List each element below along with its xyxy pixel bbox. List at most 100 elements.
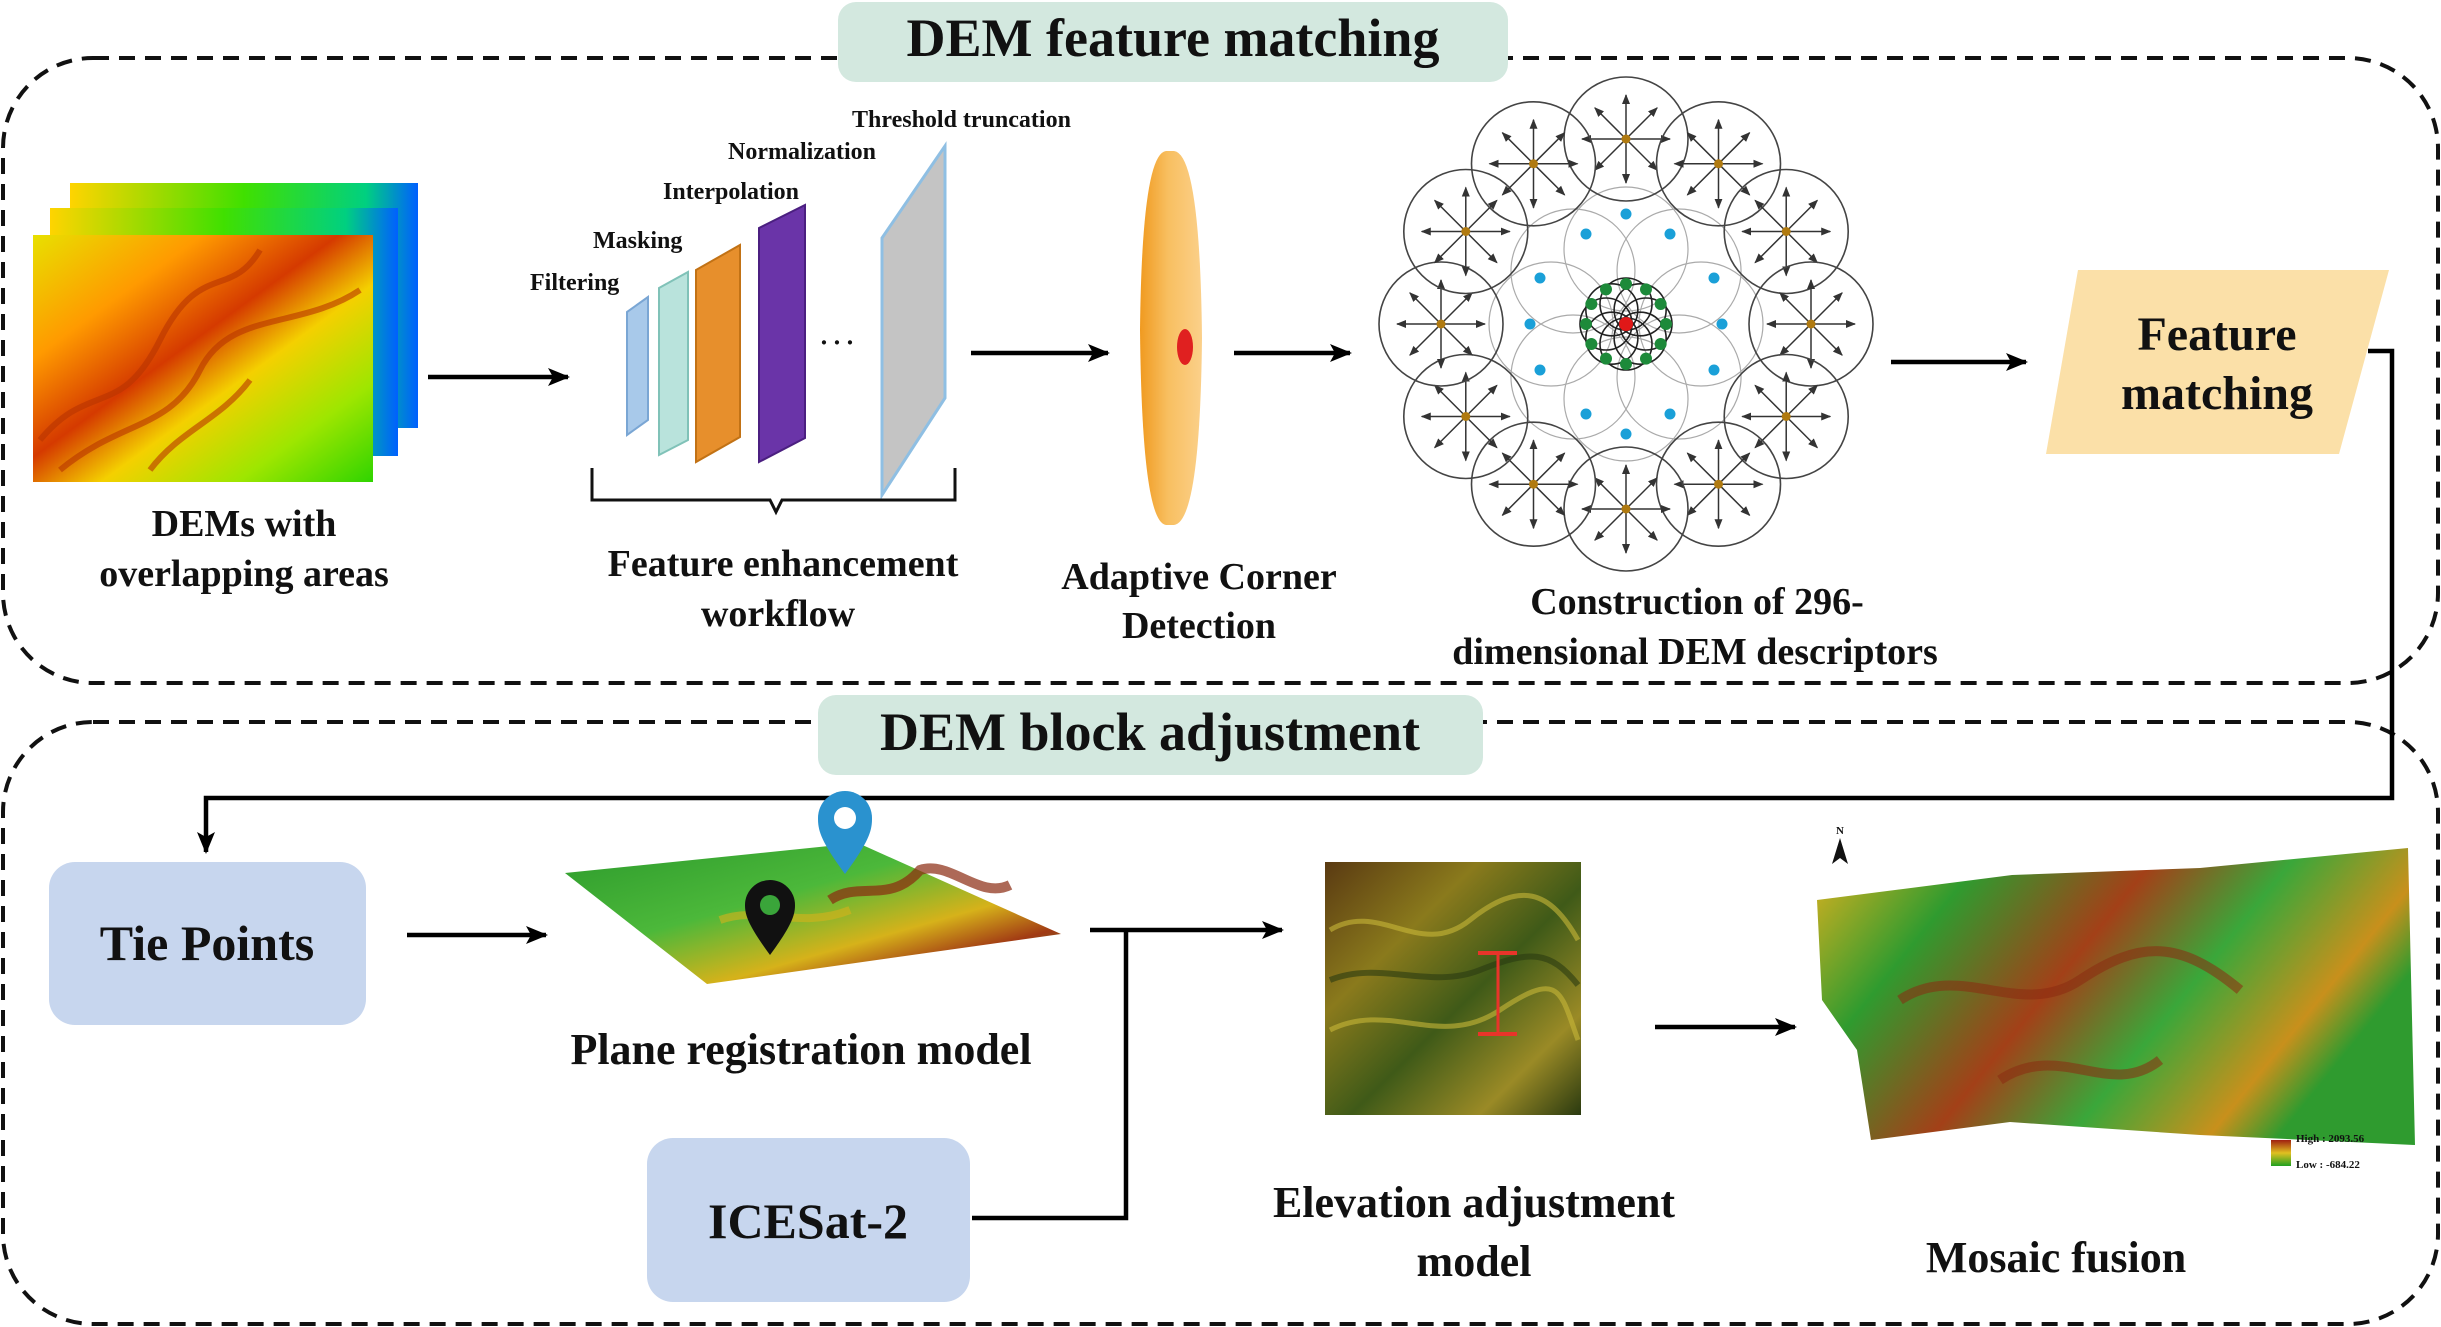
green-sample-point [1580, 318, 1592, 330]
gradient-arrow [1440, 292, 1473, 325]
connector-icesat-to-merge [972, 930, 1129, 1221]
gradient-arrow [1465, 384, 1498, 418]
mosaic-image [1817, 848, 2415, 1145]
feature-matching-label-line2: matching [2121, 367, 2313, 420]
black-location-pin-icon [745, 880, 795, 955]
step-normalization: Normalization [728, 139, 876, 165]
gradient-arrow [1433, 199, 1467, 233]
dems-caption-line2: overlapping areas [99, 553, 389, 595]
gradient-arrow [1717, 131, 1751, 165]
blue-sample-point [1620, 208, 1632, 220]
mid-ring-circle [1638, 261, 1764, 387]
gradient-arrow [1532, 452, 1566, 485]
blue-sample-point [1620, 428, 1632, 440]
blue-sample-point [1708, 364, 1720, 376]
green-sample-point [1654, 338, 1667, 350]
green-sample-point [1620, 278, 1632, 290]
gradient-arrow [1754, 384, 1787, 418]
elevation-caption-line2: model [1417, 1237, 1532, 1286]
outer-sample-point [1781, 227, 1791, 236]
mid-ring-circle [1510, 208, 1636, 334]
inner-rosette-circle [1585, 283, 1639, 337]
outer-sample-point [1806, 319, 1816, 329]
plane-registration-surface [565, 843, 1061, 984]
gradient-arrow [1594, 107, 1627, 140]
dem-ridges [37, 248, 362, 473]
dems-caption-line1: DEMs with [152, 503, 337, 545]
blue-sample-point [1716, 318, 1728, 330]
green-sample-point [1640, 352, 1652, 365]
gradient-arrow [1465, 415, 1498, 449]
descriptor-caption-line1: Construction of 296- [1530, 581, 1864, 623]
mid-ring-circle [1510, 314, 1636, 440]
north-label: N [1836, 825, 1844, 837]
gradient-arrow [1594, 138, 1627, 171]
gradient-arrow [1501, 452, 1535, 485]
mid-ring-circle [1488, 261, 1614, 387]
blue-sample-point [1524, 318, 1536, 330]
green-sample-point [1640, 283, 1652, 296]
layer-masking [658, 270, 689, 457]
blue-location-pin-icon [818, 791, 872, 874]
green-sample-point [1654, 298, 1667, 310]
tie-points-box [49, 862, 366, 1025]
gradient-arrow [1409, 323, 1442, 356]
gradient-arrow [1686, 452, 1720, 485]
gradient-arrow [1594, 508, 1627, 541]
step-filtering: Filtering [530, 270, 619, 296]
ellipsis: ∙ ∙ ∙ [821, 328, 854, 357]
outer-ring-circle [1470, 421, 1597, 548]
gradient-arrow [1501, 131, 1535, 165]
outer-ring-circle [1723, 353, 1850, 480]
gradient-arrow [1625, 477, 1658, 510]
green-sample-point [1585, 298, 1598, 310]
green-sample-point [1600, 283, 1612, 296]
legend-high: High : 2093.56 [2296, 1133, 2365, 1145]
outer-ring-circle [1655, 100, 1782, 227]
dem-layer-front [33, 235, 373, 482]
step-masking: Masking [593, 228, 682, 254]
bottom-section-title-box [818, 695, 1483, 775]
workflow-brace [590, 468, 957, 516]
gradient-arrow [1779, 323, 1812, 356]
blue-sample-point [1664, 408, 1676, 420]
gradient-arrow [1785, 384, 1819, 418]
green-sample-point [1600, 352, 1612, 365]
top-section-title-box [838, 2, 1508, 82]
gradient-arrow [1717, 163, 1751, 196]
gradient-arrow [1465, 199, 1498, 233]
inner-rosette-circle [1585, 311, 1639, 365]
feature-enhancement-layers [626, 141, 947, 501]
green-sample-point [1660, 318, 1672, 330]
mid-ring-circle [1616, 314, 1742, 440]
gradient-arrow [1717, 483, 1751, 517]
elevation-terrain-image [1325, 862, 1581, 1115]
mid-ring-circle [1563, 186, 1689, 312]
gradient-arrow [1810, 292, 1843, 325]
outer-sample-point [1621, 134, 1631, 144]
mid-ring-circle [1563, 336, 1689, 462]
north-arrow-icon: N [1832, 825, 1848, 864]
blue-sample-point [1664, 228, 1676, 240]
outer-ring-circle [1402, 168, 1529, 295]
gradient-arrow [1754, 199, 1787, 233]
elevation-adjust-marker [1478, 951, 1517, 1036]
layer-threshold-truncation [880, 141, 947, 501]
gradient-arrow [1785, 199, 1819, 233]
bottom-section-title: DEM block adjustment [880, 702, 1420, 762]
outer-sample-point [1621, 504, 1631, 514]
dem-stack [33, 183, 418, 482]
corner-caption-line1: Adaptive Corner [1061, 556, 1337, 598]
gradient-arrow [1779, 292, 1812, 325]
gradient-arrow [1810, 323, 1843, 356]
inner-rosette-circle [1613, 283, 1667, 337]
corner-point [1177, 329, 1193, 365]
descriptor-diagram [1378, 76, 1874, 572]
corner-caption-line2: Detection [1122, 605, 1276, 647]
outer-sample-point [1714, 479, 1723, 489]
gradient-arrow [1440, 323, 1473, 356]
gradient-arrow [1686, 131, 1720, 165]
outer-sample-point [1529, 479, 1538, 489]
icesat-label: ICESat-2 [708, 1193, 908, 1249]
